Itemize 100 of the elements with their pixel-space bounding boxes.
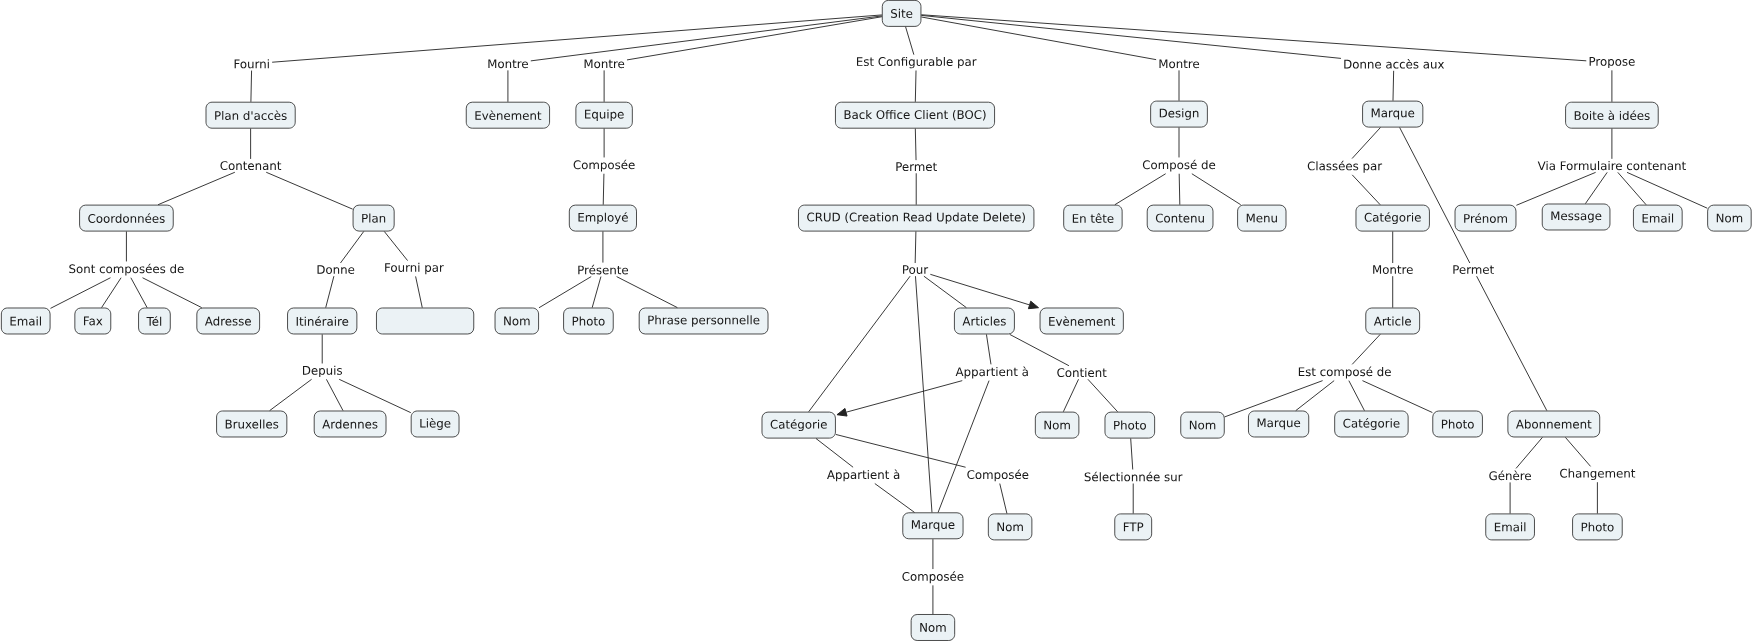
concept-box: Plan d'accès [205,101,296,129]
connector-line [338,378,412,414]
connector-line [1130,438,1134,470]
concept-box: Contenu [1146,204,1214,232]
concept-box: FTP [1114,513,1153,541]
linking-phrase: Permet [896,162,937,172]
connector-line [1178,69,1180,102]
concept-box: CRUD (Creation Read Update Delete) [798,204,1035,232]
concept-box: Email [1485,513,1535,541]
connector-line [932,538,934,570]
connector-line [932,584,934,615]
connector-line [1178,173,1181,206]
linking-phrase: Composée [902,571,964,584]
connector-line [591,276,602,309]
linking-phrase: Pour [903,265,929,274]
concept-box: En tête [1063,204,1123,232]
connector-line [1399,127,1471,264]
concept-box: Employé [568,204,637,232]
linking-phrase: Est Configurable par [857,56,977,69]
connector-line [986,333,992,365]
concept-box: Prénom [1454,204,1517,232]
concept-box: Nom [1180,411,1225,439]
connector-line [999,483,1008,514]
connector-line [1476,275,1548,412]
linking-phrase: Montre [1373,265,1413,274]
linking-phrase: Changement [1560,468,1636,480]
connector-line [1087,378,1118,413]
concept-box: Itinéraire [287,307,358,335]
connector-line [914,128,917,161]
concept-box: Marque [902,512,964,540]
connector-line [530,15,883,62]
connector-line [1611,128,1613,160]
connector-line [1062,378,1079,413]
linking-phrase: Composée [573,159,635,172]
linking-phrase: Composé de [1142,159,1216,172]
connector-line [1392,231,1394,264]
linking-phrase: Depuis [303,365,342,378]
concept-box: Menu [1237,204,1287,232]
connector-line [325,378,344,412]
connector-line [874,483,915,513]
connector-line [920,14,1587,62]
linking-phrase: Contenant [220,161,282,171]
connector-line [125,231,127,262]
linking-phrase: Montre [584,59,625,69]
concept-box: Liège [410,410,460,438]
connector-line [616,276,678,309]
connector-line [265,171,354,210]
concept-box: Design [1150,100,1208,128]
connector-line [1114,173,1167,206]
concept-box: Nom [1034,411,1080,439]
linking-phrase: Fourni par [385,262,444,275]
connector-line [1509,481,1511,514]
connector-line [157,171,236,206]
connector-line [1626,171,1708,209]
concept-box: Equipe [575,101,633,129]
connector-line [1348,380,1365,412]
arrow [929,273,1039,310]
connector-line [507,69,509,103]
connector-line [269,378,313,412]
concept-box: Nom [910,614,956,641]
concept-box [376,307,475,335]
concept-box: Photo [1104,411,1156,439]
connector-line [905,26,915,56]
connector-line [808,275,911,413]
connector-line [1351,174,1381,206]
connector-line [1191,173,1242,206]
linking-phrase: Fourni [234,59,269,69]
connector-line [101,277,122,309]
concept-box: Nom [987,513,1033,541]
concept-box: Site [881,0,922,27]
connector-line [915,172,917,206]
linking-phrase: Appartient à [955,366,1028,379]
connector-line [415,275,423,309]
connector-line [602,173,605,206]
concept-box: Marque [1362,100,1424,128]
connector-line [1392,275,1394,309]
connector-line [1295,380,1335,412]
connector-line [538,276,592,309]
connector-line [142,277,203,309]
concept-box: Plan [352,204,395,232]
connector-line [250,128,252,160]
connector-line [937,380,990,513]
connector-line [1351,333,1381,365]
linking-phrase: Permet [1453,265,1494,274]
connector-line [321,333,323,364]
connector-line [1564,436,1591,467]
connector-line [1596,481,1598,514]
concept-box: Catégorie [761,411,836,439]
connector-line [920,14,1342,59]
linking-phrase: Composée [967,469,1029,482]
linking-phrase: Montre [488,59,528,69]
concept-box: Photo [563,307,614,335]
connector-line [915,275,933,513]
connector-line [1224,380,1324,418]
connector-line [1132,483,1134,514]
concept-box: Photo [1572,513,1623,541]
connector-line [603,69,605,103]
connector-line [914,70,917,103]
connector-line [1611,69,1613,103]
linking-phrase: Propose [1589,57,1635,69]
